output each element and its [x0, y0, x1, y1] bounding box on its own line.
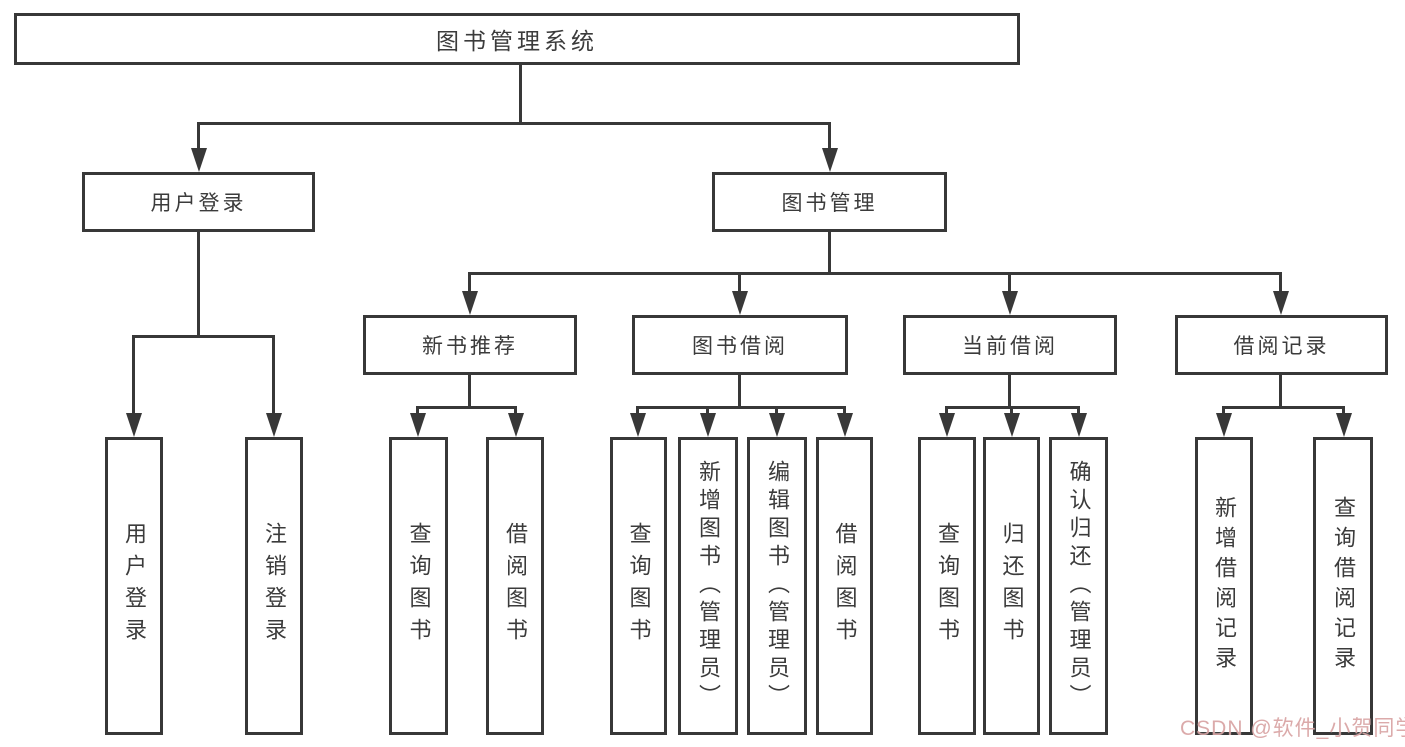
arrow-to-borrow-records	[1273, 291, 1289, 315]
leaf-bb-add-books-admin-label: 新增图书（管理员）	[696, 460, 721, 712]
node-user-login: 用户登录	[82, 172, 315, 232]
connector-bookmgmt-bar	[468, 272, 1282, 275]
connector-root-drop-left	[197, 122, 200, 148]
leaf-logout: 注销登录	[245, 437, 303, 735]
arrow-to-cb-query	[939, 413, 955, 437]
connector-br-drop-1	[1222, 406, 1225, 413]
connector-root-stem	[519, 65, 522, 122]
arrow-to-bb-query	[630, 413, 646, 437]
node-book-mgmt: 图书管理	[712, 172, 947, 232]
connector-root-bar	[197, 122, 831, 125]
arrow-to-bb-add	[700, 413, 716, 437]
connector-bb-drop-4	[843, 406, 846, 413]
connector-drop-book-borrow	[738, 272, 741, 291]
arrow-to-rec-query	[410, 413, 426, 437]
node-borrow-records-label: 借阅记录	[1233, 335, 1330, 358]
leaf-bb-query-books-label: 查询图书	[626, 522, 652, 650]
connector-bb-stem	[738, 375, 741, 406]
leaf-bb-edit-books-admin: 编辑图书（管理员）	[747, 437, 807, 735]
arrow-to-cb-confirm	[1071, 413, 1087, 437]
connector-bb-drop-3	[775, 406, 778, 413]
csdn-watermark: CSDN @软件_小贺同学	[1180, 717, 1405, 740]
leaf-cb-return-books: 归还图书	[983, 437, 1040, 735]
connector-rec-drop-2	[514, 406, 517, 413]
leaf-cb-query-books: 查询图书	[918, 437, 976, 735]
connector-bookmgmt-stem	[828, 232, 831, 272]
leaf-cb-return-books-label: 归还图书	[999, 522, 1025, 650]
connector-userlogin-drop-left	[132, 335, 135, 413]
leaf-rec-query-books: 查询图书	[389, 437, 448, 735]
leaf-rec-borrow-books-label: 借阅图书	[503, 522, 528, 650]
arrow-to-bb-edit	[769, 413, 785, 437]
arrow-to-book-mgmt	[822, 148, 838, 172]
leaf-rec-query-books-label: 查询图书	[406, 522, 432, 650]
connector-drop-new-book-rec	[468, 272, 471, 291]
arrow-to-new-book-rec	[462, 291, 478, 315]
connector-userlogin-stem	[197, 232, 200, 335]
arrow-to-user-login	[191, 148, 207, 172]
node-user-login-label: 用户登录	[150, 192, 247, 215]
node-book-borrow-label: 图书借阅	[692, 335, 788, 358]
connector-root-drop-right	[828, 122, 831, 148]
leaf-br-query-record: 查询借阅记录	[1313, 437, 1373, 735]
connector-bb-drop-1	[636, 406, 639, 413]
node-current-borrow-label: 当前借阅	[962, 335, 1058, 358]
arrow-to-cb-return	[1004, 413, 1020, 437]
connector-drop-borrow-records	[1279, 272, 1282, 291]
arrow-to-book-borrow	[732, 291, 748, 315]
leaf-cb-confirm-return-admin: 确认归还（管理员）	[1049, 437, 1108, 735]
leaf-rec-borrow-books: 借阅图书	[486, 437, 544, 735]
connector-userlogin-drop-right	[272, 335, 275, 413]
connector-rec-drop-1	[416, 406, 419, 413]
arrow-to-leaf-logout	[266, 413, 282, 437]
arrow-to-br-add	[1216, 413, 1232, 437]
connector-rec-stem	[468, 375, 471, 406]
node-root: 图书管理系统	[14, 13, 1020, 65]
leaf-bb-borrow-books: 借阅图书	[816, 437, 873, 735]
leaf-bb-add-books-admin: 新增图书（管理员）	[678, 437, 738, 735]
arrow-to-bb-borrow	[837, 413, 853, 437]
arrow-to-rec-borrow	[508, 413, 524, 437]
connector-rec-bar	[416, 406, 517, 409]
arrow-to-leaf-user-login	[126, 413, 142, 437]
node-new-book-rec: 新书推荐	[363, 315, 577, 375]
node-current-borrow: 当前借阅	[903, 315, 1117, 375]
connector-cb-stem	[1008, 375, 1011, 406]
connector-bb-drop-2	[706, 406, 709, 413]
connector-cb-drop-3	[1077, 406, 1080, 413]
leaf-bb-borrow-books-label: 借阅图书	[832, 522, 858, 650]
connector-br-drop-2	[1342, 406, 1345, 413]
node-new-book-rec-label: 新书推荐	[422, 335, 518, 358]
connector-br-stem	[1279, 375, 1282, 406]
leaf-user-login: 用户登录	[105, 437, 163, 735]
leaf-bb-edit-books-admin-label: 编辑图书（管理员）	[765, 460, 790, 712]
leaf-br-add-record: 新增借阅记录	[1195, 437, 1253, 735]
node-book-borrow: 图书借阅	[632, 315, 848, 375]
leaf-logout-label: 注销登录	[262, 522, 287, 650]
leaf-br-query-record-label: 查询借阅记录	[1331, 496, 1356, 676]
connector-br-bar	[1222, 406, 1345, 409]
arrow-to-current-borrow	[1002, 291, 1018, 315]
connector-cb-drop-2	[1010, 406, 1013, 413]
leaf-user-login-label: 用户登录	[122, 522, 147, 650]
arrow-to-br-query	[1336, 413, 1352, 437]
node-book-mgmt-label: 图书管理	[781, 192, 878, 215]
connector-drop-current-borrow	[1008, 272, 1011, 291]
leaf-bb-query-books: 查询图书	[610, 437, 667, 735]
connector-bb-bar	[636, 406, 846, 409]
node-root-label: 图书管理系统	[436, 28, 598, 54]
leaf-cb-query-books-label: 查询图书	[935, 522, 960, 650]
leaf-br-add-record-label: 新增借阅记录	[1212, 496, 1237, 676]
node-borrow-records: 借阅记录	[1175, 315, 1388, 375]
connector-userlogin-bar	[132, 335, 275, 338]
leaf-cb-confirm-return-admin-label: 确认归还（管理员）	[1066, 460, 1092, 712]
connector-cb-drop-1	[945, 406, 948, 413]
